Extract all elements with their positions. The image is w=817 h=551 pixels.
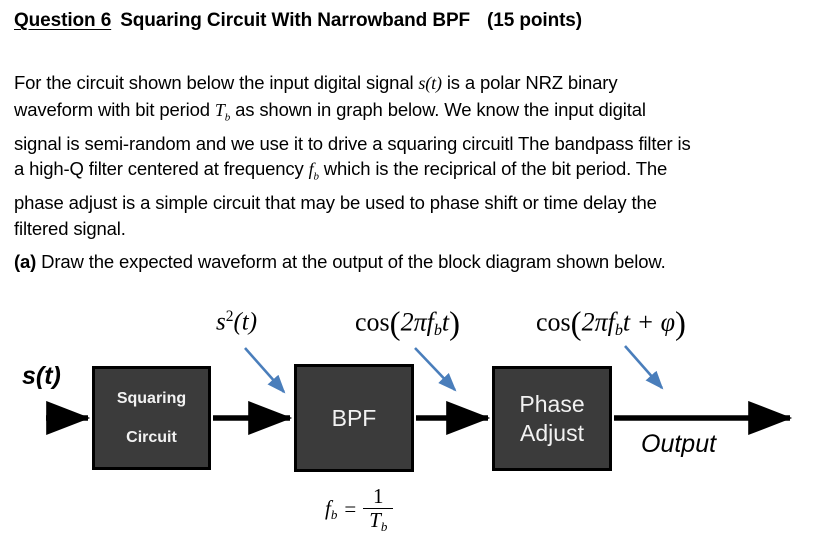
- paragraph-text-segment-4: which is the reciprical of the bit perio…: [14, 158, 668, 239]
- annotation-close-paren-2: ): [675, 306, 686, 342]
- annotation-cos-prefix-2: cos: [536, 307, 571, 337]
- block-bpf[interactable]: BPF: [294, 364, 414, 472]
- block-diagram: Squaring Circuit BPF Phase Adjust s(t) O…: [0, 300, 817, 551]
- annotation-cos-body-1: 2πf: [400, 307, 434, 337]
- block-squaring-circuit[interactable]: Squaring Circuit: [92, 366, 211, 470]
- equation-fb-definition: fb = 1 Tb: [325, 484, 394, 534]
- equation-fraction: 1 Tb: [363, 484, 394, 534]
- annotation-arrow-bpf-output: [414, 347, 457, 392]
- annotation-arrow-squared-signal: [244, 347, 286, 394]
- equation-denominator: Tb: [363, 507, 394, 534]
- annotation-s-exponent: 2: [225, 308, 234, 325]
- block-phase-adjust[interactable]: Phase Adjust: [492, 366, 612, 471]
- diagram-connectors-svg: [46, 345, 793, 436]
- annotation-cos-body-2: 2πf: [581, 307, 615, 337]
- output-signal-label: Output: [641, 430, 717, 458]
- inline-variable-fb: fb: [308, 159, 319, 183]
- equation-denominator-subscript: b: [380, 518, 388, 534]
- annotation-cos-prefix-1: cos: [355, 307, 390, 337]
- block-squaring-circuit-line1: Squaring: [116, 389, 187, 407]
- annotation-label-squared-signal: s2(t): [216, 308, 257, 337]
- annotation-s-argument: (t): [233, 308, 258, 336]
- inline-variable-tb: Tb: [214, 99, 231, 124]
- annotation-arrow-phase-output: [624, 345, 664, 390]
- equation-denominator-symbol: T: [369, 507, 381, 532]
- annotation-open-paren-1: (: [389, 306, 401, 342]
- input-signal-label: s(t): [22, 362, 61, 390]
- annotation-label-bpf-output: cos(2πfbt): [355, 306, 460, 343]
- block-bpf-label: BPF: [331, 404, 377, 431]
- paragraph-text-segment-2: is a polar NRZ binary waveform with bit …: [14, 72, 618, 120]
- annotation-cos-sub-1: b: [433, 321, 442, 339]
- equation-operator: =: [344, 496, 357, 521]
- annotation-cos-tail-2: t + φ: [622, 307, 676, 337]
- annotation-cos-sub-2: b: [614, 321, 623, 339]
- equation-lhs-subscript: b: [330, 506, 338, 522]
- paragraph-text-segment-1: For the circuit shown below the input di…: [14, 72, 419, 93]
- block-phase-adjust-line1: Phase: [519, 390, 585, 417]
- paragraph-text-segment-3: as shown in graph below. We know the inp…: [14, 98, 691, 180]
- question-body-paragraph: For the circuit shown below the input di…: [14, 70, 694, 241]
- annotation-label-phase-output: cos(2πfbt + φ): [536, 306, 686, 343]
- equation-lhs-symbol: f: [325, 495, 331, 520]
- inline-variable-s-of-t: s(t): [418, 73, 442, 93]
- question-title-text: Squaring Circuit With Narrowband BPF: [120, 10, 471, 31]
- equation-lhs: fb: [325, 496, 337, 523]
- annotation-close-paren-1: ): [449, 306, 461, 342]
- page-title: Question 6 Squaring Circuit With Narrowba…: [14, 10, 582, 32]
- block-phase-adjust-line2: Adjust: [520, 419, 584, 446]
- annotation-s-base: s: [216, 308, 226, 336]
- block-squaring-circuit-line2: Circuit: [126, 428, 177, 446]
- part-a-text: Draw the expected waveform at the output…: [36, 251, 666, 272]
- question-number-label: Question 6: [14, 10, 112, 31]
- question-part-a: (a) Draw the expected waveform at the ou…: [14, 249, 704, 275]
- annotation-open-paren-2: (: [570, 306, 582, 342]
- question-points-label: (15 points): [487, 10, 583, 31]
- annotation-cos-tail-1: t: [441, 307, 450, 337]
- equation-numerator: 1: [373, 484, 384, 508]
- part-a-tag: (a): [14, 251, 37, 272]
